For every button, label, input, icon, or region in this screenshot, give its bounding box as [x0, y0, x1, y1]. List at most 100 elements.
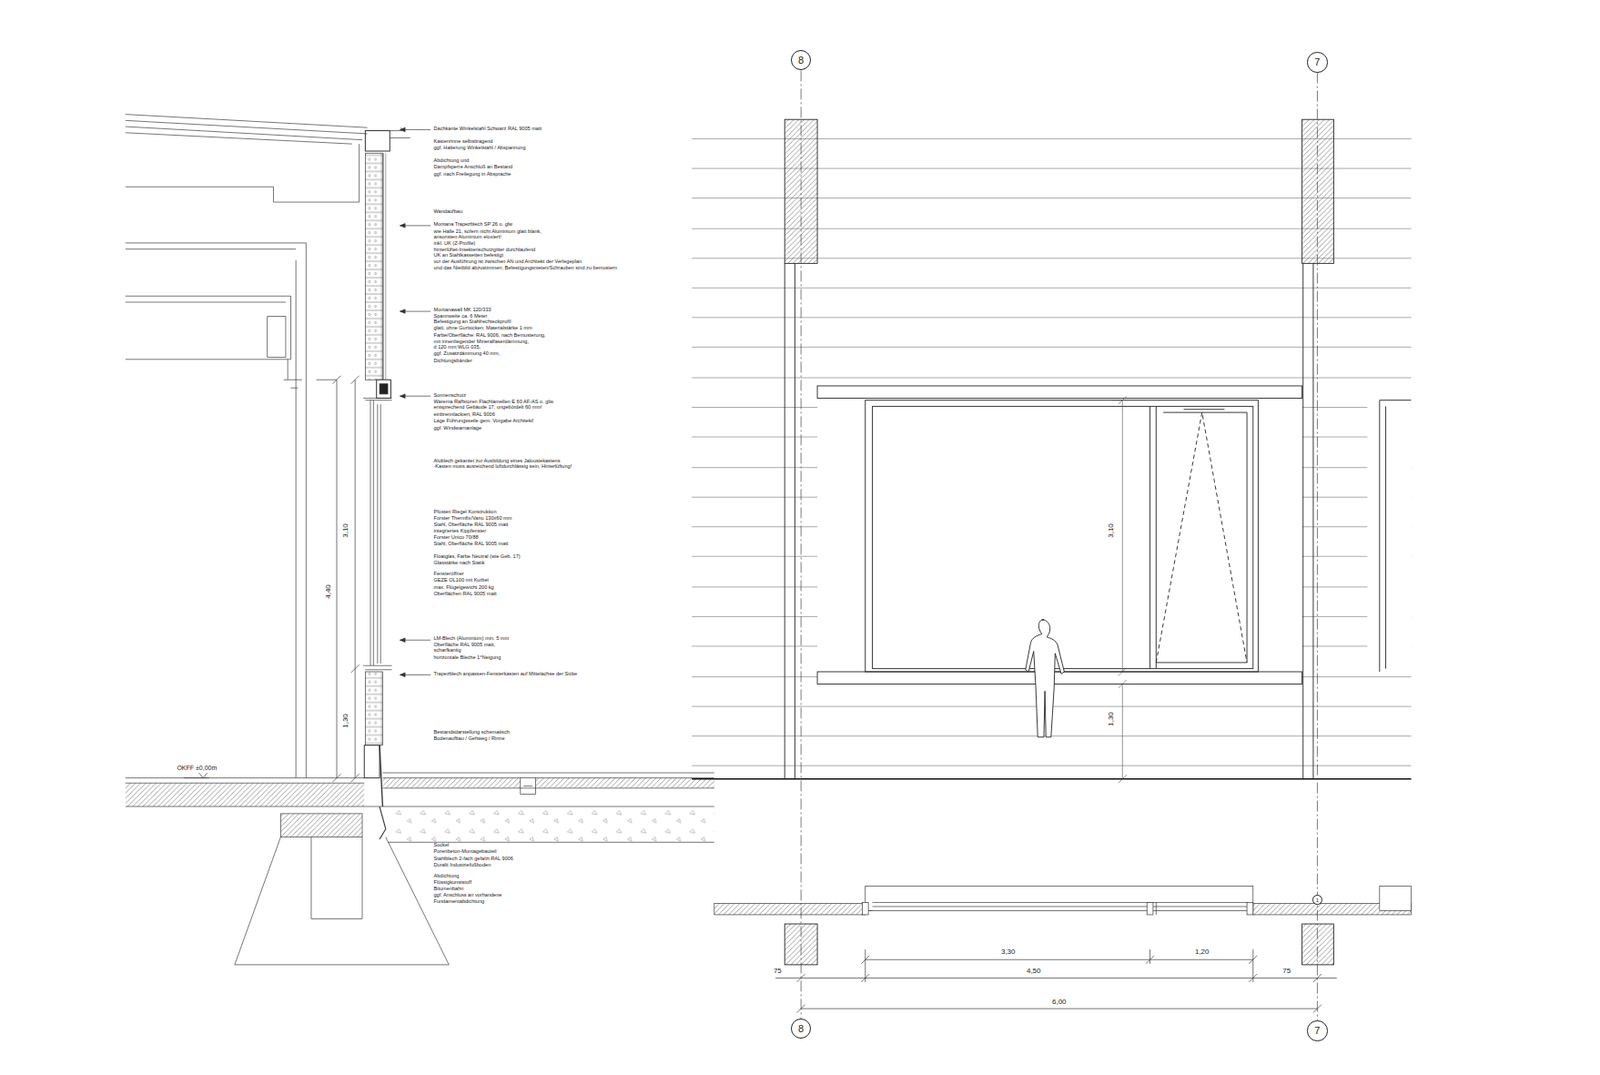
grid-axis-bubble: 1 [1312, 894, 1323, 905]
axis-number: 7 [1314, 1025, 1320, 1036]
drawing-line [817, 671, 1303, 684]
drawing-line [872, 901, 1249, 906]
drawing-line [865, 949, 1254, 983]
spec-note: Dachkante Winkelstahl Schwarz RAL 9005 m… [433, 127, 542, 133]
spec-note: glatt, ohne Gurtsicken; Materialstärke 1… [433, 325, 532, 332]
drawing-line [125, 114, 368, 145]
drawing-line [860, 955, 1257, 964]
spec-note: Dampfsperre Anschluß an Bestand [433, 164, 513, 171]
spec-note: mit innenliegender Mineralfaserdämmung, [433, 339, 528, 345]
spec-note: Spannweite ca. 6 Meter [433, 313, 487, 320]
drawing-line [379, 806, 386, 840]
grid-axis-bubble: 7 [1306, 51, 1327, 72]
spec-note: integriertes Kippfenster [433, 528, 487, 535]
drawing-line [714, 903, 866, 915]
spec-note: Warema Raffstoren Flachlamellen E 60 AF-… [433, 399, 554, 406]
drawing-line [387, 806, 715, 842]
spec-note: -Kasten muss ausreichend luftdurchlässig… [433, 465, 572, 471]
drawing-line [387, 806, 715, 842]
spec-note: Duralit Industriefußboden [433, 862, 491, 869]
wall-section [125, 114, 715, 965]
drawing-line [125, 806, 388, 808]
drawing-line [865, 886, 1254, 912]
floor-plan [714, 886, 1412, 1013]
drawing-line [382, 778, 520, 789]
dimension: 1,20 [1194, 948, 1210, 956]
spec-note: UK an Stahlkassetten befestigt [433, 253, 504, 260]
drawing-line [370, 400, 381, 667]
spec-note: hinterlüftet-Insektenschutzgitter durchl… [433, 247, 536, 254]
spec-note: Bodenaufbau / Gehweg / Rinne [433, 736, 505, 742]
spec-note: LM-Blech (Aluminium) min. 5 mm [433, 636, 509, 642]
spec-note: scharfkantig [433, 648, 461, 655]
drawing-line [400, 127, 406, 677]
drawing-line [363, 397, 392, 400]
drawing-line [333, 375, 360, 782]
spec-note: Bitumenbahn [433, 886, 464, 892]
spec-note: wie Halle 21, sofern nicht Aluminium gla… [433, 229, 541, 235]
spec-note: Wandaufbau [433, 209, 463, 215]
spec-note: Floatglas, Farbe Neutral (wie Geb. 17) [433, 554, 520, 560]
facade-elevation [691, 119, 1411, 783]
drawing-line [311, 837, 363, 920]
spec-note: Kastenrinne selbsttragend [433, 139, 493, 145]
drawing-line [1150, 405, 1157, 669]
spec-note: d 120 mm;WLG 035, [433, 345, 481, 352]
spec-note: ggf. Anschluss an vorhandene [433, 893, 502, 900]
axis-number: 1 [1316, 897, 1319, 903]
spec-note: Stahl, Oberfläche RAL 9005 matt [433, 541, 508, 547]
drawing-line [865, 901, 1248, 914]
grid-axis-line [1316, 72, 1318, 1022]
drawing-line [1025, 619, 1065, 738]
spec-note: Flüssigkunststoff [433, 880, 472, 886]
spec-note: Forster Thermfix/Vario 130x60 mm [433, 516, 512, 522]
spec-note: Oberflächen RAL 9005 matt [433, 591, 497, 598]
drawing-line [364, 152, 383, 380]
dimension: 75 [773, 967, 782, 975]
dimension: 4,50 [1026, 967, 1042, 975]
grid-axis-bubble: 8 [790, 50, 811, 71]
dimension: 75 [1282, 967, 1291, 975]
spec-note: Fundamentabdichtung [433, 899, 485, 905]
drawing-line [125, 243, 306, 261]
dimension: 4,40 [324, 584, 333, 599]
grid-axis-line [800, 70, 802, 1019]
drawing-line [1379, 400, 1412, 672]
drawing-line [364, 671, 383, 746]
spec-note: Pfosten Riegel Konstruktion [433, 509, 497, 516]
drawing-line [1302, 119, 1335, 264]
spec-note: Befestigung an Stahlrechteckprofil [433, 319, 511, 325]
drawing-line [872, 405, 1254, 669]
drawing-line [865, 400, 1259, 672]
drawing-line [861, 901, 869, 914]
spec-note: Glasstärke nach Statik [433, 560, 485, 567]
drawing-line [1155, 412, 1247, 663]
spec-note: entsprechend Gebäude 17, ungebördelt 60 … [433, 405, 542, 412]
spec-note: ggf. nach Freilegung in Absprache [433, 172, 511, 178]
drawing-line [536, 778, 715, 789]
spec-note: Oberfläche RAL 9005 matt, [433, 642, 496, 649]
spec-note: Stahl, Oberfläche RAL 9005 matt [433, 523, 508, 529]
drawing-line [400, 129, 432, 675]
spec-note: Dichtungsbänder [433, 358, 472, 365]
drawing-line [382, 772, 714, 789]
spec-note: ggf. Zusatzdämmung 40 mm, [433, 351, 500, 357]
drawing-line [389, 127, 410, 138]
drawing-line [1302, 923, 1335, 965]
spec-note: vor der Ausführung ist zwischen AN und A… [433, 259, 582, 265]
spec-note: max. Flügelgewicht 200 kg [433, 585, 494, 591]
spec-note: Alublech gekantet zur Ausbildung eines J… [433, 458, 560, 465]
drawing-line [234, 837, 449, 965]
spec-note: Trapezblech anpassen-Fensterkasten auf M… [433, 671, 578, 678]
drawing-line [364, 131, 390, 152]
grid-axis-bubble: 8 [790, 1018, 811, 1039]
dimension: 1,30 [342, 713, 350, 729]
drawing-line [1155, 412, 1247, 663]
axis-number: 8 [798, 1023, 804, 1034]
spec-note: Abdichtung [433, 873, 459, 880]
drawing-line [384, 152, 386, 380]
axis-number: 8 [798, 55, 804, 66]
drawing-line [817, 385, 1303, 684]
